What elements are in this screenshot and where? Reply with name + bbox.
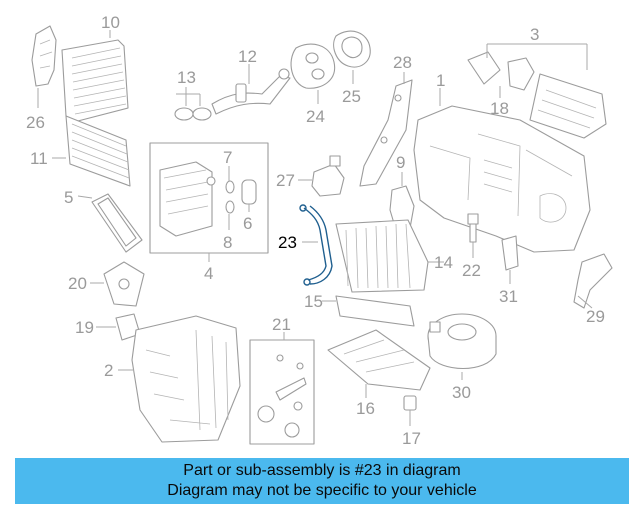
- part-3-door-assembly: [467, 51, 607, 139]
- callout-16: 16: [356, 399, 375, 418]
- part-31-resistor: [501, 235, 519, 271]
- callout-14: 14: [434, 253, 453, 272]
- part-23-drain-hose: [299, 204, 333, 286]
- callout-27: 27: [276, 171, 295, 190]
- callout-24: 24: [306, 107, 325, 126]
- part-20-actuator: [103, 261, 145, 307]
- callout-11: 11: [30, 149, 48, 168]
- part-28-bracket: [359, 79, 413, 187]
- part-2-lower-housing: [131, 315, 241, 443]
- callout-2: 2: [104, 361, 113, 380]
- part-4-kit-box: [149, 142, 269, 254]
- callout-3: 3: [530, 25, 539, 44]
- part-13-seals: [174, 107, 212, 121]
- callout-29: 29: [586, 307, 605, 326]
- callout-9: 9: [396, 153, 405, 172]
- part-21-kit-box: [249, 339, 315, 445]
- callout-18: 18: [490, 99, 509, 118]
- part-15-seal-strip: [335, 295, 415, 327]
- callout-15: 15: [304, 292, 323, 311]
- part-12-pipe: [211, 68, 291, 115]
- part-5-filter: [91, 193, 143, 253]
- part-11-evaporator: [65, 115, 131, 187]
- part-27-valve: [311, 155, 345, 197]
- callout-25: 25: [342, 87, 361, 106]
- callout-1: 1: [436, 71, 445, 90]
- callout-28: 28: [393, 53, 412, 72]
- part-30-blower-motor: [427, 313, 497, 370]
- part-10-heater-core: [61, 39, 129, 123]
- callout-8: 8: [223, 233, 232, 252]
- callout-5: 5: [64, 188, 73, 207]
- part-16-tray: [327, 329, 431, 391]
- callout-19: 19: [75, 318, 94, 337]
- callout-21: 21: [272, 315, 291, 334]
- part-26-bracket: [31, 25, 57, 87]
- callout-4: 4: [204, 264, 213, 283]
- part-24-gasket: [290, 43, 336, 89]
- part-17-clip: [403, 395, 417, 411]
- callout-6: 6: [243, 214, 252, 233]
- callout-26: 26: [26, 113, 45, 132]
- part-1-main-housing: [413, 105, 591, 253]
- callout-31: 31: [499, 287, 518, 306]
- callout-20: 20: [68, 274, 87, 293]
- callout-22: 22: [462, 261, 481, 280]
- part-14-filter: [335, 219, 429, 293]
- callout-23: 23: [278, 233, 297, 252]
- info-banner: Part or sub-assembly is #23 in diagram D…: [15, 458, 629, 504]
- callout-10: 10: [101, 13, 120, 32]
- callout-13: 13: [177, 68, 196, 87]
- callout-7: 7: [223, 148, 232, 167]
- banner-line-2: Diagram may not be specific to your vehi…: [167, 482, 477, 499]
- callout-30: 30: [452, 383, 471, 402]
- banner-line-1: Part or sub-assembly is #23 in diagram: [183, 462, 461, 479]
- part-22-screw: [467, 213, 479, 243]
- part-29-duct: [573, 253, 613, 309]
- part-25-gasket: [333, 30, 371, 68]
- callout-12: 12: [238, 47, 257, 66]
- callout-17: 17: [402, 429, 421, 448]
